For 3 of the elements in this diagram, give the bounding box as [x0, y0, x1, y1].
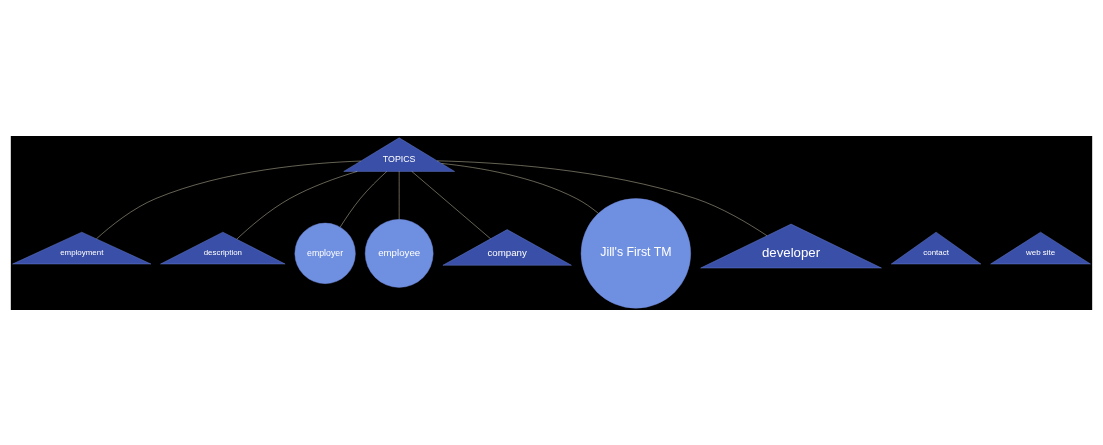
node-circle: Jill's First TM: [580, 197, 691, 308]
node-circle: employee: [364, 218, 434, 288]
node-circle: employer: [294, 222, 356, 284]
